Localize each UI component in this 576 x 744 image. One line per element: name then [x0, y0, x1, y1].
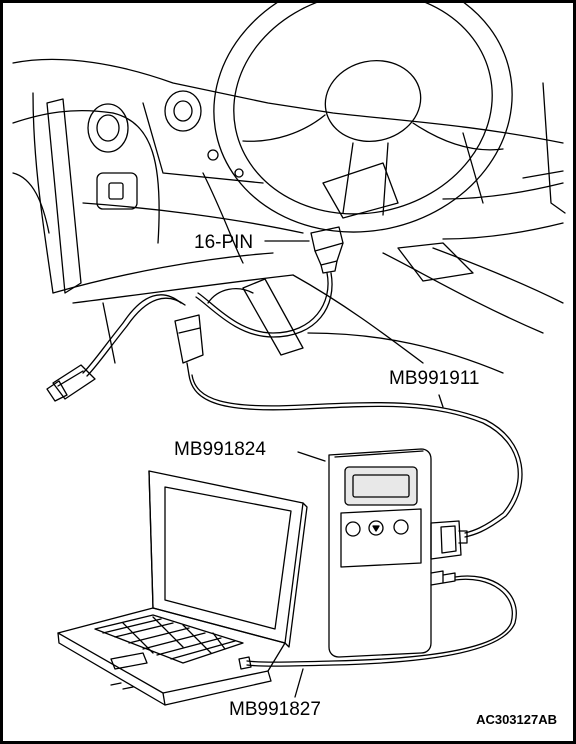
label-mb991827: MB991827 — [229, 699, 321, 720]
leader-lines — [295, 395, 443, 697]
label-mb991824: MB991824 — [174, 439, 266, 460]
label-16-pin: 16-PIN — [194, 232, 254, 253]
steering-wheel — [190, 3, 537, 259]
harness-mb991911 — [47, 273, 522, 537]
interface-mb991824 — [329, 449, 467, 657]
label-mb991911: MB991911 — [389, 368, 480, 389]
instrument-gauges — [88, 91, 243, 209]
obd-connector — [265, 227, 343, 273]
laptop — [58, 471, 307, 705]
illustration — [3, 3, 573, 741]
dashboard — [13, 59, 565, 373]
figure-code: AC303127AB — [476, 712, 557, 727]
usb-cable-mb991827 — [239, 576, 516, 669]
